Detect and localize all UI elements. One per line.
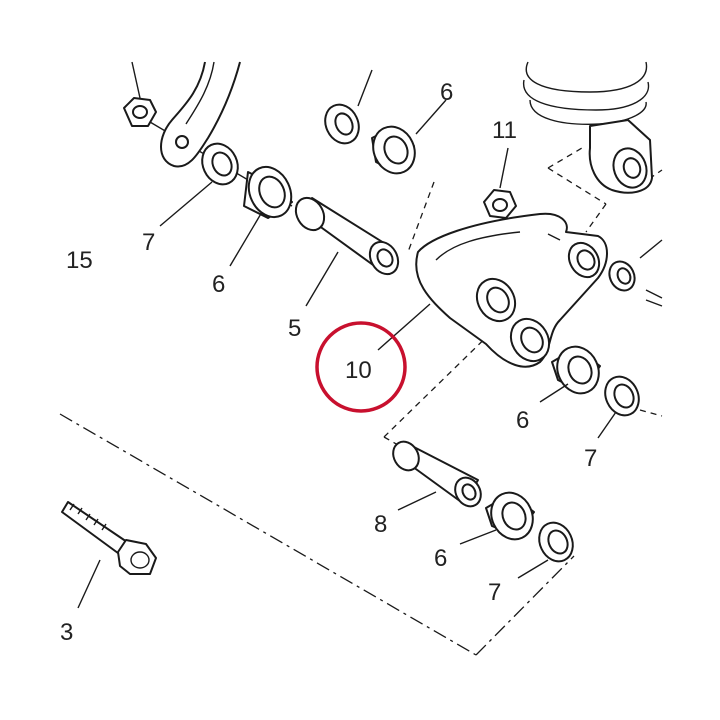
bushing-6-left bbox=[243, 165, 293, 219]
callout-labels: 15 7 6 5 6 11 10 6 7 8 6 7 3 bbox=[60, 79, 597, 646]
right-bolt-stub bbox=[645, 289, 663, 307]
right-dash-guide bbox=[639, 409, 663, 417]
linkage-10 bbox=[415, 212, 608, 368]
callout-15: 15 bbox=[66, 247, 93, 274]
shock-dash-guide-2 bbox=[547, 167, 607, 205]
callout-5: 5 bbox=[288, 315, 301, 342]
hex-nut-upper-left-hole bbox=[132, 105, 148, 119]
callout-8: 8 bbox=[374, 511, 387, 538]
bushing-6-right bbox=[551, 345, 601, 395]
washer-top-leader bbox=[357, 69, 373, 107]
bolt-3 bbox=[61, 501, 157, 575]
leader-lines bbox=[77, 99, 617, 609]
nut-11 bbox=[483, 147, 517, 219]
leader-6c bbox=[539, 383, 569, 403]
shock-dash-guide-1 bbox=[547, 147, 583, 169]
bushing-6-lower bbox=[485, 491, 535, 541]
leader-6a bbox=[229, 211, 263, 267]
washer-7-left bbox=[201, 142, 239, 186]
upper-dash-guide bbox=[407, 181, 435, 253]
shock-eye-inner bbox=[622, 157, 642, 179]
leader-7b bbox=[597, 411, 617, 439]
linkage-ridge bbox=[435, 231, 521, 261]
right-washer bbox=[608, 239, 663, 307]
leader-6b bbox=[415, 99, 447, 135]
spring-coil-2 bbox=[523, 79, 650, 111]
washer-7-lower bbox=[538, 521, 574, 563]
spring-coil-1 bbox=[525, 61, 648, 93]
leader-6d bbox=[459, 529, 497, 545]
callout-3: 3 bbox=[60, 619, 73, 646]
bolt-stub-top bbox=[131, 61, 141, 99]
shock-absorber bbox=[523, 61, 653, 194]
bolt-3-head bbox=[117, 539, 157, 575]
callout-6-right: 6 bbox=[516, 407, 529, 434]
leader-7a bbox=[159, 181, 213, 227]
leader-5 bbox=[305, 251, 339, 307]
bushing-6-top bbox=[371, 125, 416, 175]
nut-11-stem bbox=[499, 147, 509, 189]
bracket-hole bbox=[175, 135, 189, 149]
leader-3 bbox=[77, 559, 101, 609]
washer-top bbox=[324, 69, 373, 145]
washer-7-right bbox=[604, 375, 640, 417]
linkage-tab bbox=[547, 233, 561, 241]
lower-axis-return bbox=[475, 555, 575, 656]
bracket-edge bbox=[185, 61, 215, 125]
sleeve-8 bbox=[392, 440, 482, 508]
bolt-3-thread bbox=[69, 503, 107, 531]
leader-10 bbox=[377, 303, 431, 351]
leader-8 bbox=[397, 491, 437, 511]
callout-10: 10 bbox=[345, 357, 372, 384]
highlight-circle bbox=[315, 321, 407, 413]
callout-6-top: 6 bbox=[440, 79, 453, 106]
callout-7-lower: 7 bbox=[488, 579, 501, 606]
callout-7-upper-left: 7 bbox=[142, 229, 155, 256]
right-line bbox=[639, 239, 663, 259]
callout-6-upper-left: 6 bbox=[212, 271, 225, 298]
frame-bracket bbox=[123, 61, 241, 168]
leader-7c bbox=[517, 559, 549, 579]
sleeve-5 bbox=[294, 196, 400, 276]
shock-dash-guide-3 bbox=[585, 203, 607, 233]
callout-11: 11 bbox=[492, 117, 517, 144]
callout-6-lower: 6 bbox=[434, 545, 447, 572]
bolt-3-head-face bbox=[130, 551, 150, 569]
callout-7-right: 7 bbox=[584, 445, 597, 472]
